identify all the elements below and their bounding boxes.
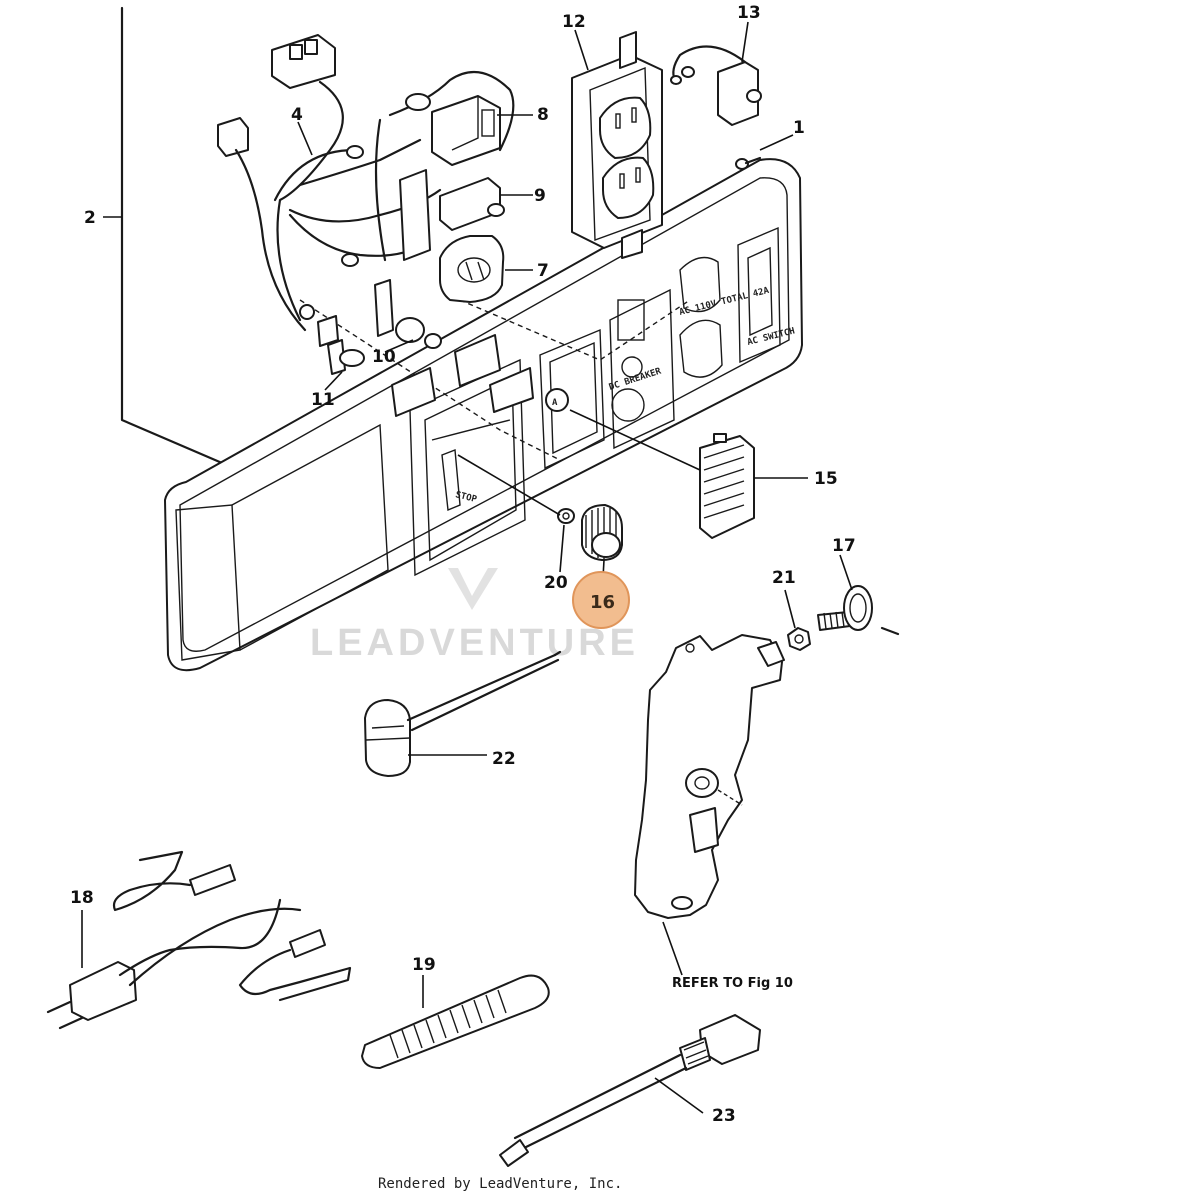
callout-20[interactable]: 20 bbox=[544, 573, 568, 593]
callout-22[interactable]: 22 bbox=[492, 749, 516, 769]
leader-lines bbox=[81, 21, 853, 1114]
part-4-wiring-harness bbox=[217, 34, 515, 332]
part-8-relay bbox=[431, 95, 501, 166]
part-2-frame-line bbox=[120, 6, 252, 477]
part-17-thumb-screw bbox=[817, 585, 900, 636]
callout-8[interactable]: 8 bbox=[537, 105, 549, 125]
part-21-nut bbox=[787, 627, 811, 651]
part-19-hose bbox=[361, 974, 550, 1069]
callout-labels: 1 2 4 7 8 9 10 11 12 13 15 17 18 19 20 2… bbox=[70, 3, 856, 1126]
callout-10[interactable]: 10 bbox=[372, 347, 396, 367]
callout-9[interactable]: 9 bbox=[534, 186, 546, 206]
part-23-rod bbox=[499, 1014, 761, 1167]
panel-switch-blocks bbox=[391, 334, 534, 417]
callout-17[interactable]: 17 bbox=[832, 536, 856, 556]
callout-4[interactable]: 4 bbox=[291, 105, 303, 125]
part-1-front-panel: A STOP DC BREAKER AC 110V TOTAL 42A AC S… bbox=[164, 158, 803, 672]
watermark-logo: LEADVENTURE bbox=[310, 568, 639, 664]
callout-16[interactable]: 16 bbox=[590, 592, 615, 613]
highlight-callout-16[interactable]: 16 bbox=[572, 571, 630, 629]
refer-note: REFER TO Fig 10 bbox=[672, 976, 793, 991]
callout-19[interactable]: 19 bbox=[412, 955, 436, 975]
callout-15[interactable]: 15 bbox=[814, 469, 838, 489]
part-9-switch bbox=[399, 169, 505, 261]
marker-a-circle bbox=[545, 388, 569, 412]
part-1-screw bbox=[735, 156, 762, 170]
watermark-text: LEADVENTURE bbox=[310, 622, 639, 664]
part-10-lamp bbox=[374, 279, 442, 349]
part-11-bracket bbox=[317, 315, 365, 375]
part-13-toggle-switch bbox=[670, 45, 762, 126]
footer-credit: Rendered by LeadVenture, Inc. bbox=[378, 1176, 622, 1192]
callout-13[interactable]: 13 bbox=[737, 3, 761, 23]
part-18-charge-cable bbox=[46, 850, 352, 1030]
throttle-bracket bbox=[634, 634, 785, 919]
callout-1[interactable]: 1 bbox=[793, 118, 805, 138]
part-22-wrench bbox=[364, 650, 562, 777]
highlight-circle[interactable] bbox=[572, 571, 630, 629]
part-16-knob bbox=[581, 504, 623, 561]
callout-23[interactable]: 23 bbox=[712, 1106, 736, 1126]
marker-a-label: A bbox=[552, 398, 558, 408]
callout-21[interactable]: 21 bbox=[772, 568, 796, 588]
part-7-socket bbox=[439, 235, 505, 303]
callout-12[interactable]: 12 bbox=[562, 12, 586, 32]
callout-11[interactable]: 11 bbox=[311, 390, 335, 410]
callout-18[interactable]: 18 bbox=[70, 888, 94, 908]
callout-2[interactable]: 2 bbox=[84, 208, 96, 228]
part-12-receptacle bbox=[571, 31, 663, 259]
callout-7[interactable]: 7 bbox=[537, 261, 549, 281]
part-15-cover bbox=[699, 433, 755, 539]
part-20-washer bbox=[557, 508, 575, 524]
